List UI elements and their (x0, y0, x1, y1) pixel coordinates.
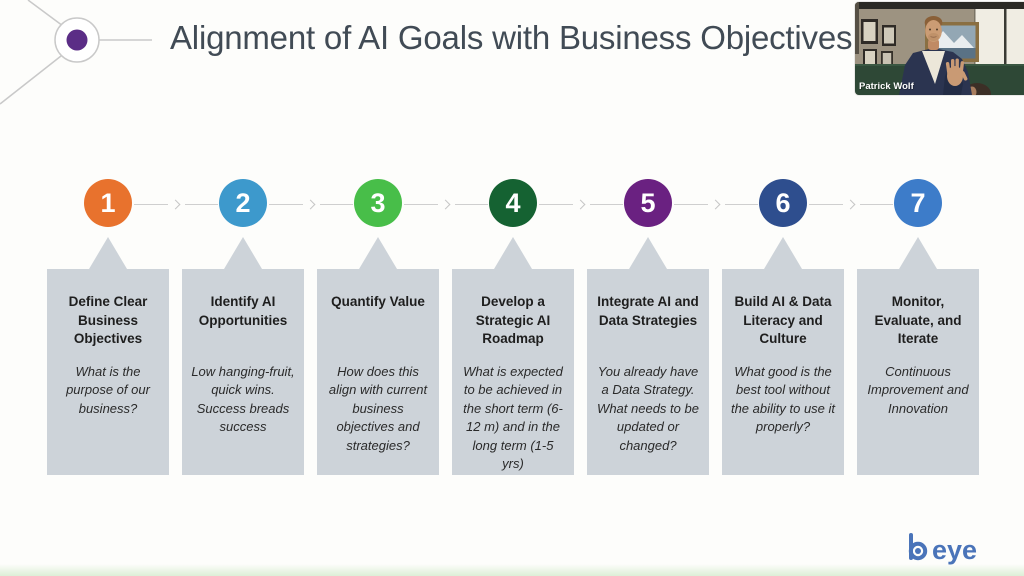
chevron-right-icon (440, 199, 450, 209)
step-card: Quantify Value How does this align with … (317, 269, 439, 475)
step-card-title: Define Clear Business Objectives (68, 294, 148, 347)
decoration-line-topleft (27, 0, 64, 27)
step-card-title: Integrate AI and Data Strategies (597, 294, 699, 328)
card-pointer-triangle (764, 237, 802, 269)
bottom-gradient-strip (0, 564, 1024, 576)
step-card-question: What good is the best tool without the a… (730, 364, 836, 435)
step-7: 7 Monitor, Evaluate, and Iterate Continu… (857, 179, 979, 475)
chevron-right-icon (845, 199, 855, 209)
connector-line (404, 203, 438, 205)
card-pointer-triangle (494, 237, 532, 269)
webcam-name-shadow: Patrick Wolf (860, 82, 916, 93)
decoration-bullet-icon (66, 29, 88, 51)
webcam-top-shadow (855, 2, 1024, 9)
step-card-question: You already have a Data Strategy. What n… (597, 364, 699, 453)
beye-logo-b-mark (908, 533, 928, 561)
chevron-right-icon (575, 199, 585, 209)
slide-corner-decoration (0, 0, 152, 105)
webcam-raised-hand (943, 58, 968, 95)
connector-line (724, 203, 758, 205)
webcam-door-gap (1004, 9, 1007, 77)
step-card: Integrate AI and Data Strategies You alr… (587, 269, 709, 475)
step-number-circle: 2 (219, 179, 267, 227)
card-pointer-triangle (359, 237, 397, 269)
step-card: Build AI & Data Literacy and Culture Wha… (722, 269, 844, 475)
step-card-title: Identify AI Opportunities (198, 294, 288, 328)
card-pointer-triangle (224, 237, 262, 269)
connector-line (134, 203, 168, 205)
step-number: 7 (910, 187, 926, 218)
step-card-question: How does this align with current busines… (328, 364, 428, 453)
step-connector-arrow (134, 199, 218, 209)
step-number-circle: 3 (354, 179, 402, 227)
connector-line (269, 203, 303, 205)
webcam-presenter (899, 16, 972, 95)
step-number-circle: 7 (894, 179, 942, 227)
step-card-question: What is expected to be achieved in the s… (463, 364, 563, 472)
step-connector-arrow (539, 199, 623, 209)
step-connector-arrow (674, 199, 758, 209)
connector-line (859, 203, 893, 205)
step-card-title: Build AI & Data Literacy and Culture (734, 294, 832, 347)
slide-title: Alignment of AI Goals with Business Obje… (170, 19, 853, 56)
beye-logo-text: eye (932, 535, 977, 565)
step-card-title: Develop a Strategic AI Roadmap (475, 294, 551, 347)
step-card-question: Low hanging-fruit, quick wins. Success b… (191, 364, 295, 435)
step-connector-arrow (269, 199, 353, 209)
step-2: 2 Identify AI Opportunities Low hanging-… (182, 179, 353, 475)
webcam-left-shadow (855, 2, 859, 54)
step-card: Develop a Strategic AI Roadmap What is e… (452, 269, 574, 475)
step-card: Define Clear Business Objectives What is… (47, 269, 169, 475)
connector-line (454, 203, 488, 205)
step-number-circle: 4 (489, 179, 537, 227)
step-number: 6 (775, 187, 791, 218)
beye-logo: eye (908, 533, 977, 565)
step-4: 4 Develop a Strategic AI Roadmap What is… (452, 179, 623, 475)
webcam-picture-frames (861, 19, 896, 66)
webcam-overlay[interactable]: Patrick Wolf Patrick Wolf (855, 2, 1024, 95)
chevron-right-icon (170, 199, 180, 209)
step-card-title: Monitor, Evaluate, and Iterate (874, 294, 962, 347)
step-card: Identify AI Opportunities Low hanging-fr… (182, 269, 304, 475)
step-card: Monitor, Evaluate, and Iterate Continuou… (857, 269, 979, 475)
card-pointer-triangle (89, 237, 127, 269)
card-pointer-triangle (899, 237, 937, 269)
step-connector-arrow (809, 199, 893, 209)
webcam-name-label: Patrick Wolf (859, 81, 915, 92)
step-5: 5 Integrate AI and Data Strategies You a… (587, 179, 758, 475)
connector-line (674, 203, 708, 205)
chevron-right-icon (305, 199, 315, 209)
step-number-circle: 1 (84, 179, 132, 227)
step-card-question: What is the purpose of our business? (66, 364, 150, 416)
step-1: 1 Define Clear Business Objectives What … (47, 179, 218, 475)
steps-row: 1 Define Clear Business Objectives What … (47, 179, 979, 475)
step-3: 3 Quantify Value How does this align wit… (317, 179, 488, 475)
connector-line (319, 203, 353, 205)
step-number-circle: 6 (759, 179, 807, 227)
step-number: 5 (640, 187, 656, 218)
decoration-line-bottomleft (0, 55, 62, 105)
connector-line (809, 203, 843, 205)
step-6: 6 Build AI & Data Literacy and Culture W… (722, 179, 893, 475)
step-number: 4 (505, 187, 521, 218)
connector-line (589, 203, 623, 205)
connector-line (184, 203, 218, 205)
step-number: 3 (370, 187, 386, 218)
step-card-title: Quantify Value (331, 294, 425, 309)
step-number: 2 (235, 187, 251, 218)
connector-line (539, 203, 573, 205)
step-connector-arrow (404, 199, 488, 209)
webcam-video-feed: Patrick Wolf Patrick Wolf (855, 2, 1024, 95)
step-card-question: Continuous Improvement and Innovation (867, 364, 969, 416)
chevron-right-icon (710, 199, 720, 209)
step-number-circle: 5 (624, 179, 672, 227)
step-number: 1 (100, 187, 116, 218)
card-pointer-triangle (629, 237, 667, 269)
